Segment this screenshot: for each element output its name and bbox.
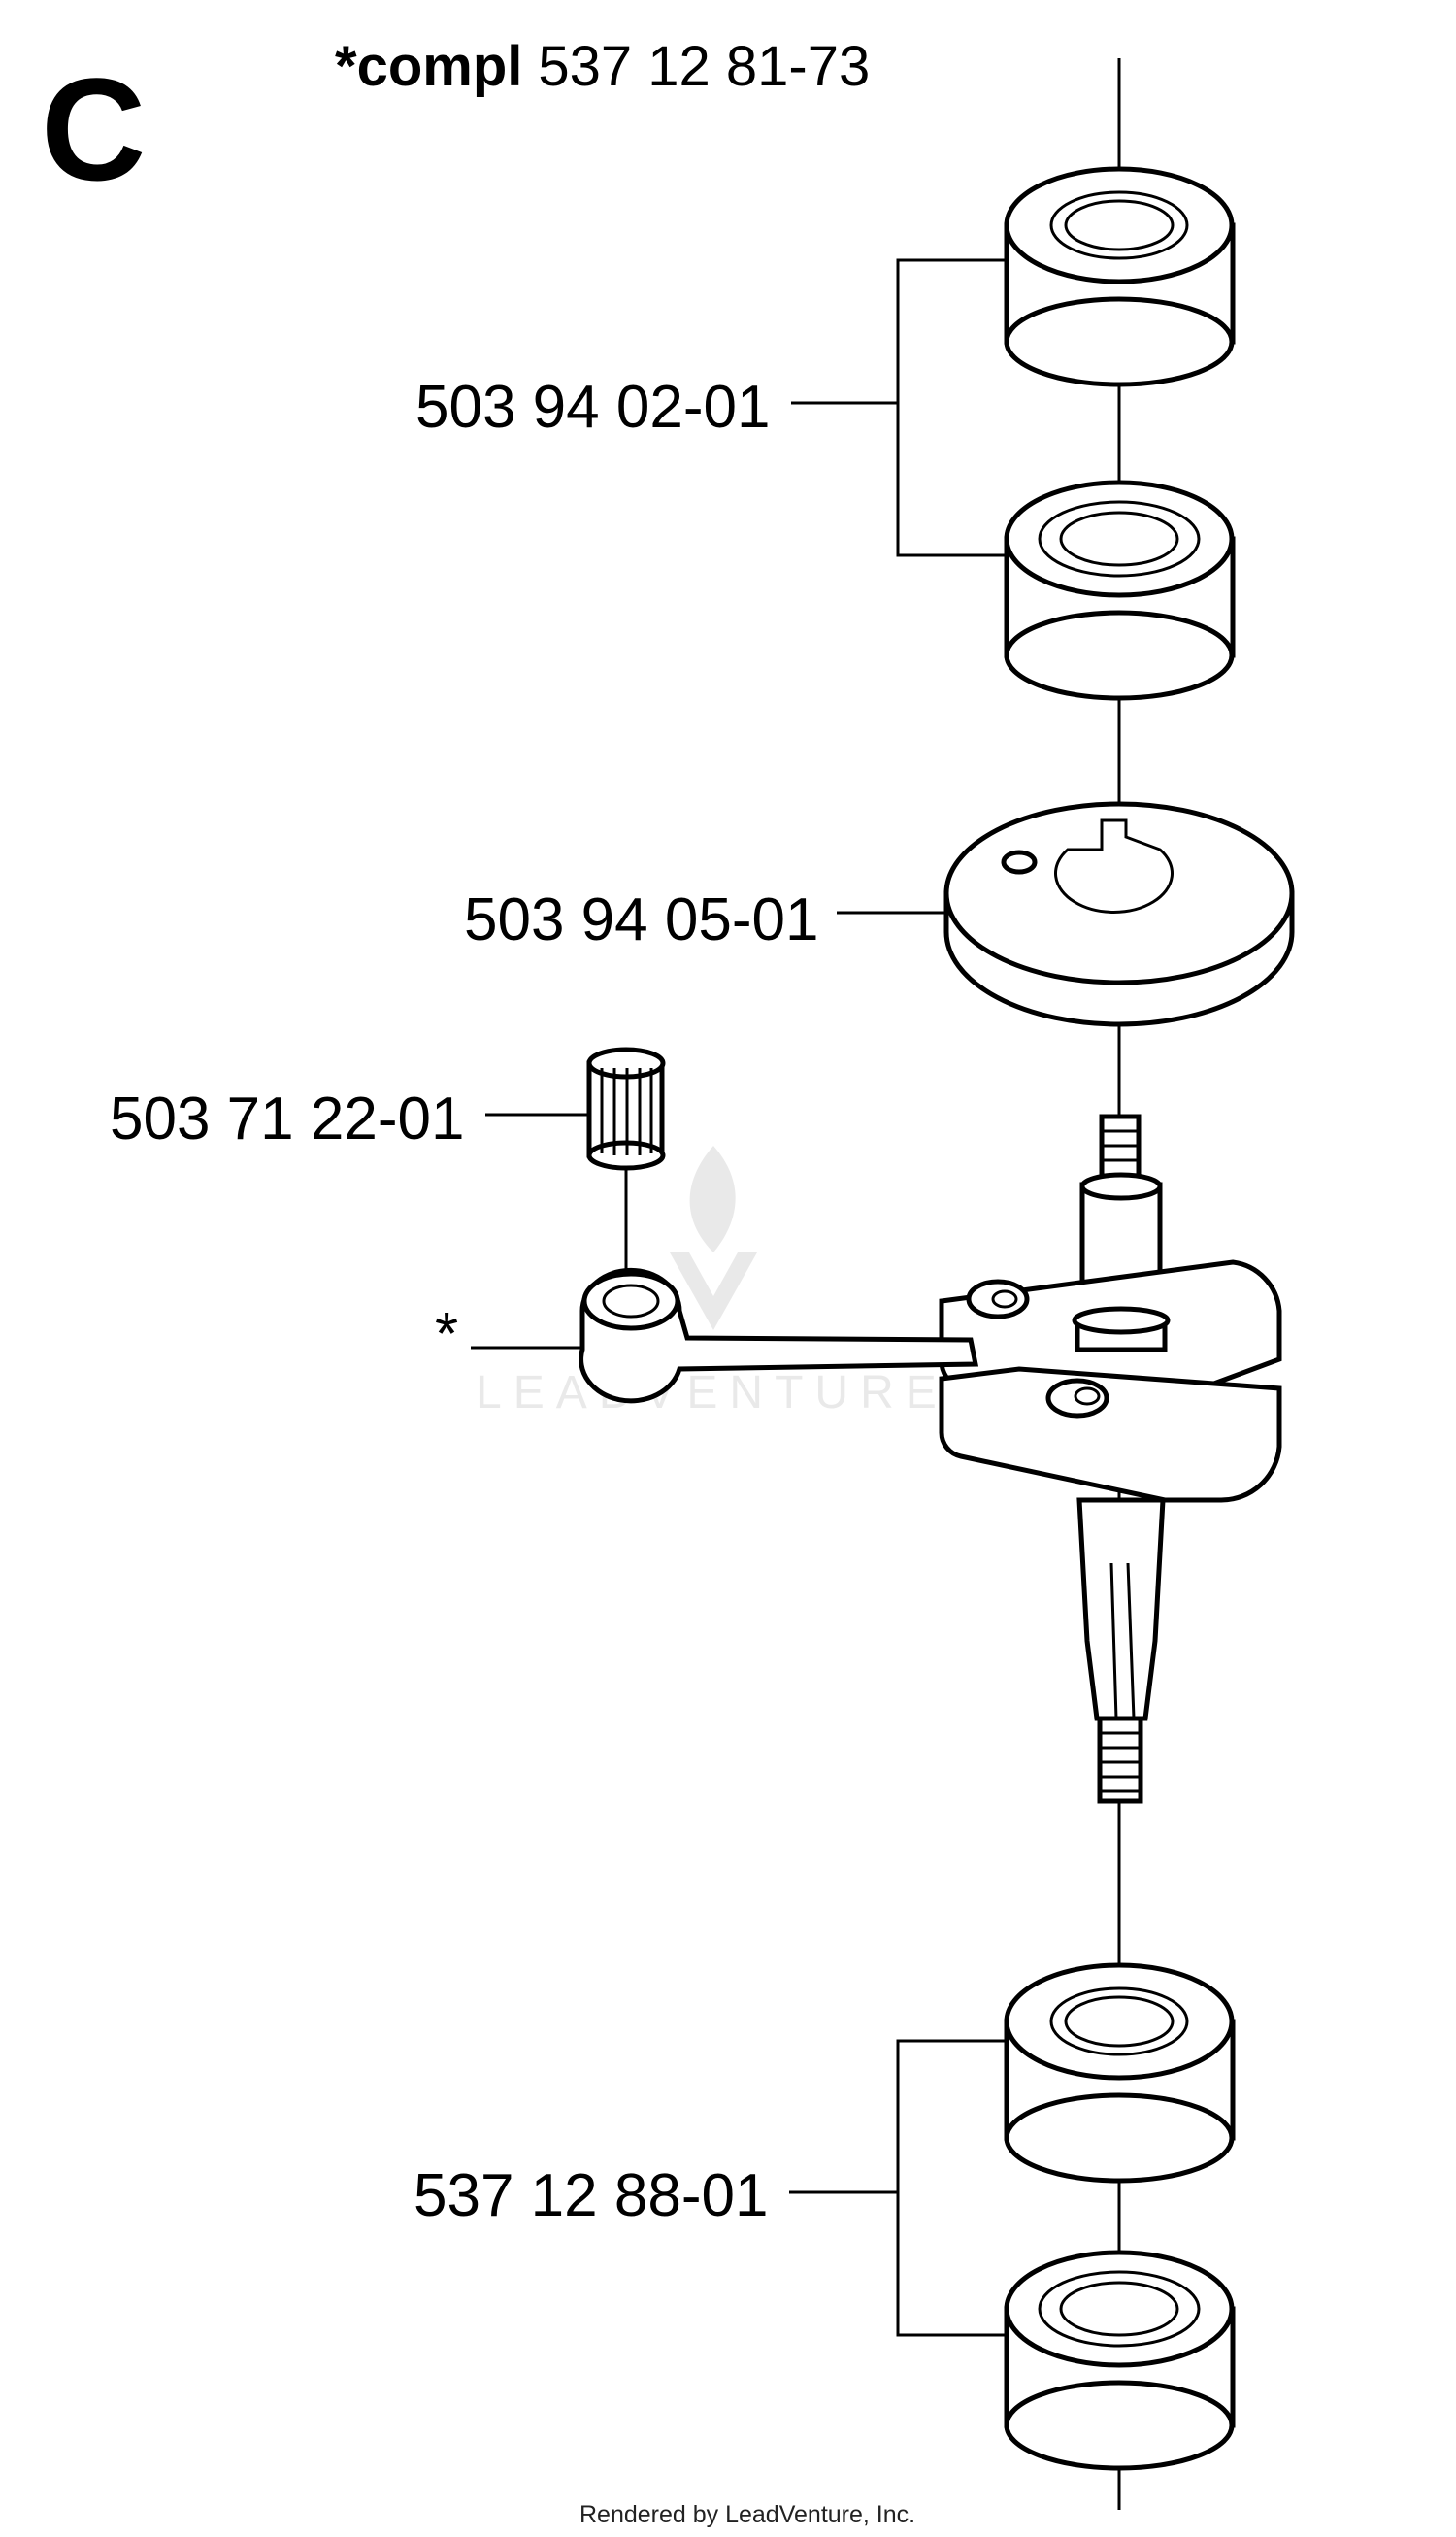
watermark: LEADVENTURE [476,1146,948,1419]
bearing-upper-top[interactable] [1004,166,1236,387]
watermark-v-icon [670,1252,757,1330]
seal-ring[interactable] [943,801,1295,1027]
bracket-bearing-lower [896,2039,1007,2337]
crankshaft[interactable] [939,1114,1282,1804]
label-seal-ring: 503 94 05-01 [464,886,818,953]
bearing-lower-bottom[interactable] [1004,2250,1236,2471]
watermark-flame-icon [689,1146,736,1252]
watermark-text: LEADVENTURE [476,1367,948,1419]
bearing-lower-top[interactable] [1004,1962,1236,2184]
bearing-upper-bottom[interactable] [1004,480,1236,701]
section-letter: C [41,48,146,211]
connecting-rod[interactable] [579,1267,979,1404]
assembly-prefix: *compl [335,35,522,98]
label-connecting-rod: * [435,1301,458,1368]
label-needle-bearing: 503 71 22-01 [110,1085,464,1152]
needle-bearing[interactable] [586,1047,666,1171]
label-bearing-lower: 537 12 88-01 [414,2162,768,2229]
assembly-title: *compl 537 12 81-73 [335,35,870,98]
bracket-bearing-upper [896,258,1007,557]
label-bearing-upper: 503 94 02-01 [415,374,770,441]
footer-credit: Rendered by LeadVenture, Inc. [579,2501,915,2528]
assembly-number: 537 12 81-73 [538,35,870,98]
